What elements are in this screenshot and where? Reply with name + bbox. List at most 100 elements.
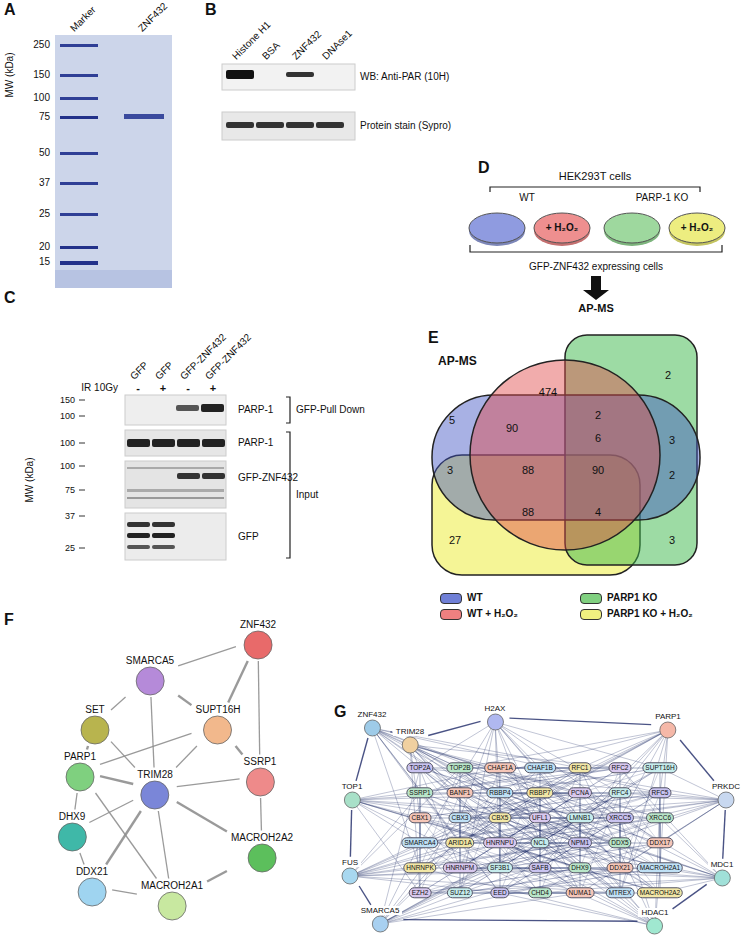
- network-protein: CHAF1B: [524, 762, 556, 773]
- figure-rect: [127, 497, 224, 499]
- network-line: [420, 818, 722, 878]
- protein-node: TRIM28: [134, 769, 176, 811]
- figure-rect: [60, 182, 98, 185]
- network-protein: RBBP7: [526, 787, 553, 798]
- protein-node: PARP1: [61, 751, 99, 793]
- network-protein: CBX5: [489, 812, 512, 823]
- panel-letter: F: [4, 611, 14, 629]
- lane-label: DNAse1: [320, 28, 354, 62]
- network-line: [495, 722, 660, 768]
- network-edge: [100, 776, 133, 784]
- network-protein: EZH2: [409, 887, 432, 898]
- network-protein: BANF1: [447, 787, 474, 798]
- protein-node: TRIM28: [393, 727, 427, 754]
- group-label: WT: [519, 192, 535, 204]
- node-label-group: PRKDC: [709, 782, 743, 791]
- network-protein: HNRNPM: [443, 862, 478, 873]
- mw-marker: 37: [39, 177, 50, 189]
- node-circle-layer: [61, 762, 99, 792]
- lane-label: BSA: [260, 40, 282, 62]
- blot-label: GFP: [238, 531, 259, 543]
- network-edge: [111, 742, 135, 768]
- blot-b: [222, 64, 355, 140]
- node-label-group: SET: [80, 704, 110, 716]
- network-edge: [390, 731, 391, 733]
- figure-rect: [55, 35, 172, 288]
- network-protein: SUPT16H: [642, 762, 677, 773]
- lane-label: Marker: [68, 4, 98, 34]
- node-circle-layer: [355, 719, 390, 737]
- network-line: [350, 818, 620, 876]
- venn-count: 3: [669, 434, 675, 447]
- network-line: [540, 868, 655, 926]
- network-edge: [260, 798, 262, 831]
- figure-rect: [127, 489, 224, 492]
- network-line: [580, 793, 722, 878]
- network-protein: CHD4: [528, 887, 552, 898]
- panel-letter: D: [478, 159, 490, 177]
- network-line: [380, 868, 500, 924]
- network-protein: HNRNPU: [483, 837, 517, 848]
- blot-label: GFP-ZNF432: [238, 472, 298, 484]
- network-edge: [228, 661, 248, 703]
- node-label-group: ZNF432: [355, 710, 390, 719]
- node-circle: [204, 716, 232, 744]
- figure-line: [79, 416, 85, 417]
- venn-count: 2: [665, 369, 671, 382]
- network-line: [540, 818, 722, 878]
- mw-marker: 37: [65, 511, 75, 521]
- network-line: [620, 818, 621, 893]
- network-protein: SF3B1: [487, 862, 513, 873]
- dish-shape: [534, 213, 590, 243]
- protein-node: FUS: [339, 858, 361, 885]
- node-circle-layer: [56, 822, 89, 852]
- figure-rect: [152, 545, 175, 549]
- network-protein: DDX21: [607, 862, 634, 873]
- network-edge: [680, 740, 714, 781]
- node-circle: [81, 716, 109, 744]
- node-label: PARP1: [61, 751, 99, 763]
- network-line: [410, 745, 660, 893]
- network-line: [380, 818, 580, 924]
- network-edge: [207, 871, 227, 882]
- protein-node: SMARCA5: [123, 655, 177, 697]
- node-circle: [244, 631, 272, 659]
- figure-rect: [125, 430, 226, 456]
- network-line: [420, 730, 668, 868]
- node-circle: [78, 878, 106, 906]
- node-label: SMARCA5: [358, 906, 403, 915]
- figure-rect: [202, 473, 225, 479]
- network-line: [410, 745, 420, 818]
- network-lines: [350, 722, 726, 926]
- figure-rect: [124, 114, 164, 119]
- bracket-label: GFP-Pull Down: [296, 404, 365, 416]
- figure-path: [286, 432, 290, 558]
- legend-swatch: [580, 593, 602, 604]
- figure-rect: [125, 395, 226, 425]
- network-protein: EED: [490, 887, 509, 898]
- network-protein: TOP2B: [446, 762, 473, 773]
- node-label-group: SMARCA5: [123, 655, 177, 667]
- node-circle-layer: [80, 715, 110, 745]
- protein-node: SSRP1: [241, 756, 280, 798]
- network-edge: [350, 810, 351, 857]
- bracket-label: Input: [296, 489, 318, 501]
- lane-label: ZNF432: [136, 0, 170, 34]
- node-label: TRIM28: [393, 727, 427, 736]
- figure-ellipse: [604, 213, 660, 243]
- figure-rect: [127, 522, 150, 527]
- node-circle: [372, 916, 388, 932]
- node-circle: [58, 823, 86, 851]
- figure-rect: [256, 122, 284, 128]
- figure-rect: [152, 439, 175, 447]
- condition-sign: -: [186, 382, 190, 395]
- method-label: AP-MS: [578, 302, 613, 315]
- network-edge: [178, 696, 191, 706]
- mw-marker: 100: [60, 411, 75, 421]
- node-label-group: FUS: [339, 858, 361, 867]
- figure-rect: [127, 467, 224, 469]
- network-edge: [428, 721, 480, 735]
- figure-rect: [60, 97, 98, 100]
- node-label-group: ZNF432: [237, 619, 279, 631]
